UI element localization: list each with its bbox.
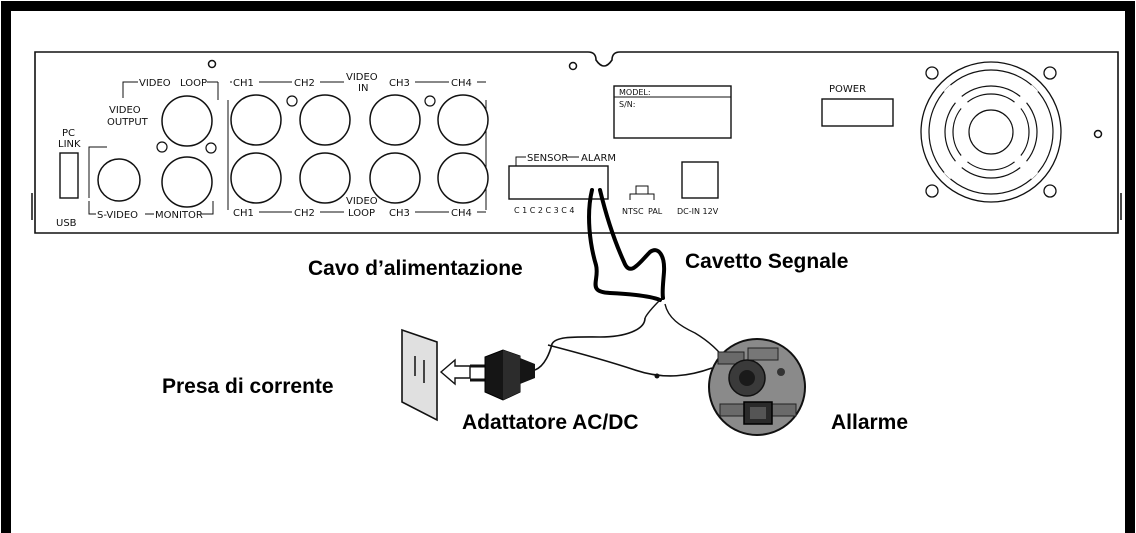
outlet-caption: Presa di corrente [162,375,334,398]
screw-hole [1093,129,1103,139]
usb-port[interactable] [59,152,79,199]
video-loop-ch4-connector[interactable] [437,152,489,204]
alarm-caption: Allarme [831,411,908,434]
video-output-label-2: OUTPUT [107,117,149,128]
video-loop-ch1-connector[interactable] [230,152,282,204]
video-in-ch1-connector[interactable] [230,94,282,146]
video-in-ch3-label: CH3 [389,78,410,89]
video-output-video-label: VIDEO [139,78,171,89]
video-loop-ch2-connector[interactable] [299,152,351,204]
signal-cable-caption: Cavetto Segnale [685,250,848,273]
video-loop-ch2-label: CH2 [294,208,315,219]
cables [534,188,728,379]
pal-label: PAL [648,207,663,216]
screw-hole [568,61,578,71]
monitor-label: MONITOR [155,210,203,221]
video-in-ch1-label: CH1 [233,78,254,89]
video-loop-ch3-connector[interactable] [369,152,421,204]
power-label: POWER [829,84,866,95]
power-cable-wire [587,188,662,302]
adapter-to-junction-cable [534,317,646,371]
video-loop-label-1: VIDEO [346,196,378,207]
video-loop-ch4-label: CH4 [451,208,472,219]
video-in-label-2: IN [358,83,368,94]
alarm-device-icon [708,338,806,436]
model-sn-plate [613,85,732,139]
fan-grille [920,61,1062,203]
s-video-label: S-VIDEO [97,210,138,221]
pc-link-label-1: PC [62,128,75,139]
video-loop-label-2: LOOP [348,208,375,219]
video-output-loop-label: LOOP [180,78,207,89]
junction-to-alarm-cable-a [547,344,713,377]
s-video-connector[interactable] [97,158,141,202]
video-loop-ch1-label: CH1 [233,208,254,219]
video-loop-out-connector[interactable] [161,95,213,147]
arrow-left-icon [439,358,471,386]
adapter-caption: Adattatore AC/DC [462,411,639,434]
ntsc-label: NTSC [622,207,644,216]
signal-cable-wire [598,188,667,300]
video-in-ch4-label: CH4 [451,78,472,89]
video-in-label-1: VIDEO [346,72,378,83]
usb-label: USB [56,218,77,229]
model-label: MODEL: [619,88,651,97]
power-cable-caption: Cavo d’alimentazione [308,257,523,280]
ac-dc-adapter-icon [470,349,535,401]
dvr-rear-panel: PC LINK USB VIDEO LOOP VIDEO OUTPUT S-VI… [31,51,1122,234]
video-in-ch3-connector[interactable] [369,94,421,146]
terminal-pin-labels: C 1 C 2 C 3 C 4 [514,206,575,215]
video-in-ch2-label: CH2 [294,78,315,89]
screw-hole [207,59,217,69]
pc-link-label-2: LINK [58,139,81,150]
dc-in-label: DC-IN 12V [677,207,719,216]
video-output-label-1: VIDEO [109,105,141,116]
monitor-connector[interactable] [161,156,213,208]
alarm-label: ALARM [581,153,616,164]
power-switch[interactable] [821,98,894,127]
wall-outlet-icon [401,328,438,422]
dc-in-jack[interactable] [681,161,719,199]
cable-to-junction-a [644,299,661,319]
video-in-ch4-connector[interactable] [437,94,489,146]
sn-label: S/N: [619,100,635,109]
sensor-label: SENSOR [527,153,568,164]
video-loop-ch3-label: CH3 [389,208,410,219]
video-in-ch2-connector[interactable] [299,94,351,146]
